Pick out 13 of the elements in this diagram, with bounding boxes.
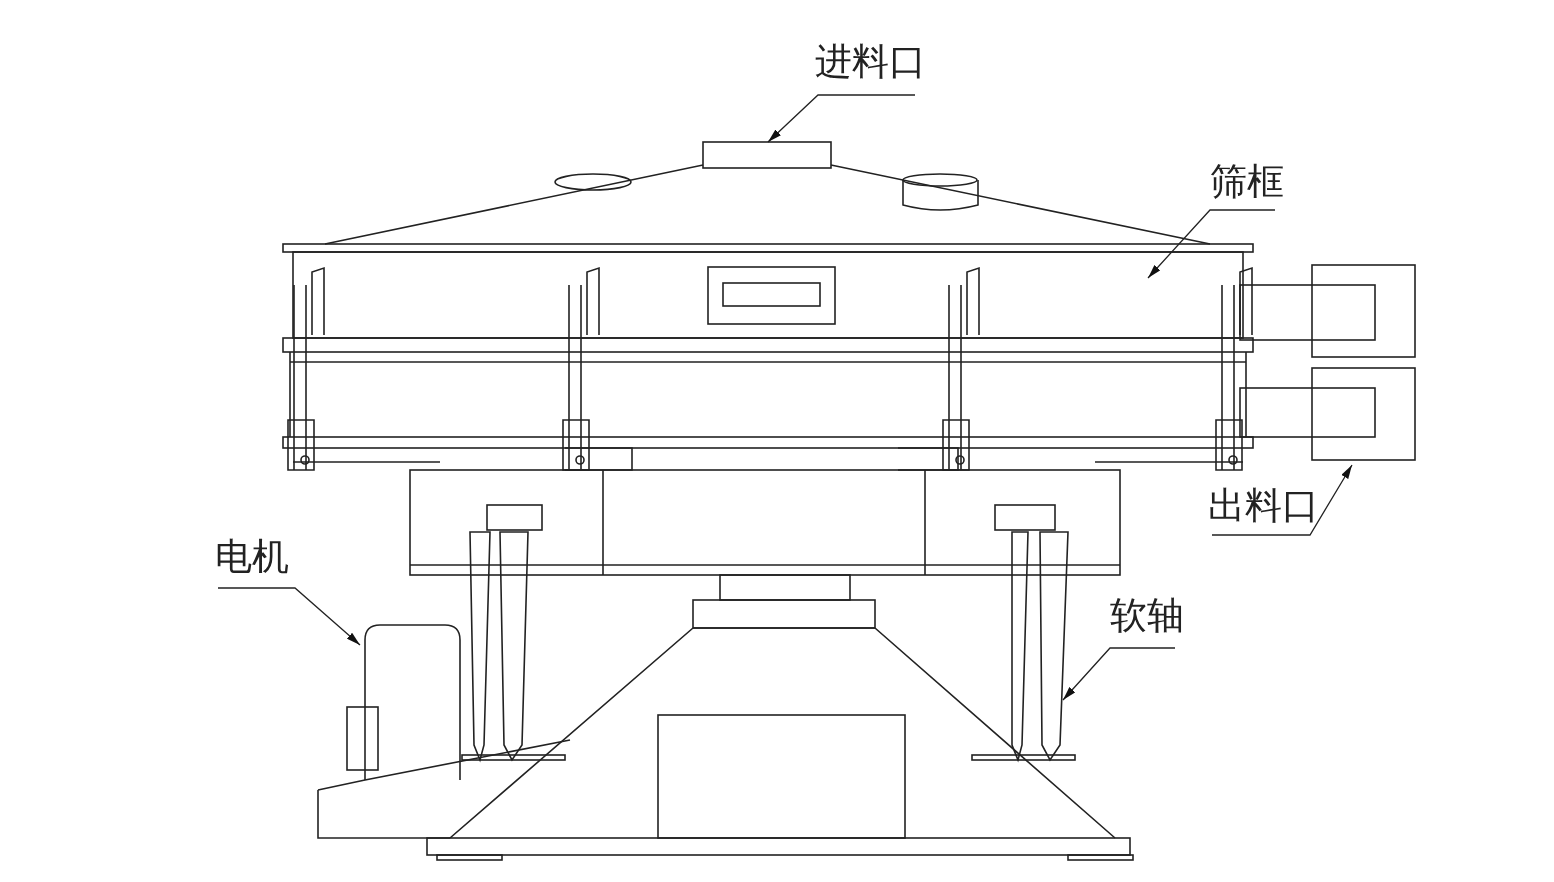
- outlet-spout: [1239, 264, 1416, 461]
- inlet-pipe: [702, 141, 832, 169]
- part-label: 筛框: [1210, 158, 1284, 206]
- leader-line: [1147, 209, 1276, 279]
- part-label: 出料口: [1208, 482, 1319, 530]
- leader-line: [1211, 464, 1353, 536]
- part-label: 进料口: [815, 38, 926, 86]
- part-label: 电机: [215, 533, 289, 581]
- sieve-frame: [292, 251, 1244, 339]
- leader-line: [217, 587, 361, 646]
- part-label: 软轴: [1110, 592, 1184, 640]
- leader-line: [767, 94, 916, 143]
- motor: [346, 624, 461, 781]
